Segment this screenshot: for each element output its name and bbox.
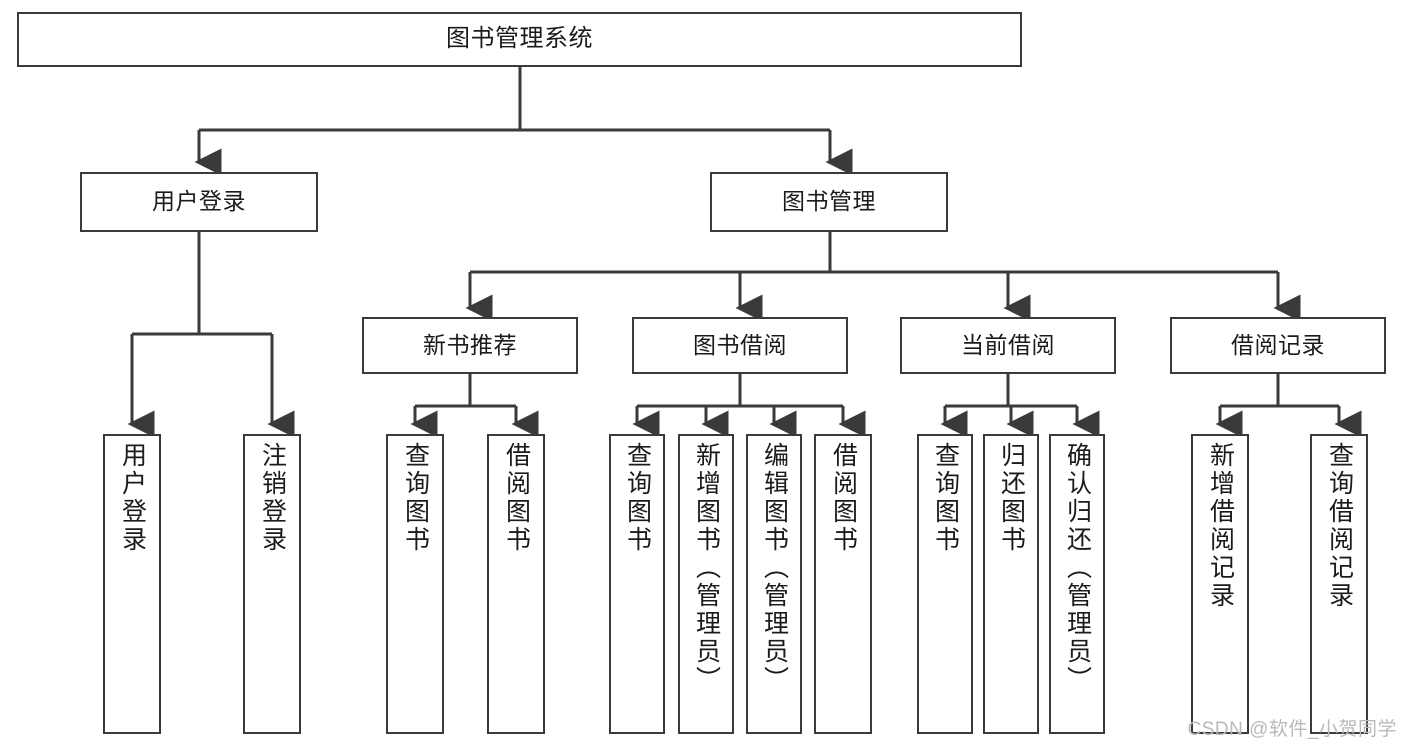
node-label: 查询图书: [401, 442, 430, 554]
leaf-borrow-book-recommend[interactable]: 借阅图书: [487, 434, 545, 734]
leaf-add-book-admin[interactable]: 新增图书（管理员）: [678, 434, 734, 734]
node-borrow-records[interactable]: 借阅记录: [1170, 317, 1386, 374]
node-current-borrow[interactable]: 当前借阅: [900, 317, 1116, 374]
node-label: 查询图书: [623, 442, 652, 554]
node-root-system[interactable]: 图书管理系统: [17, 12, 1022, 67]
leaf-return-book[interactable]: 归还图书: [983, 434, 1039, 734]
leaf-logout[interactable]: 注销登录: [243, 434, 301, 734]
node-label: 注销登录: [258, 442, 287, 554]
leaf-user-login[interactable]: 用户登录: [103, 434, 161, 734]
node-label: 查询借阅记录: [1325, 442, 1354, 610]
node-label: 借阅图书: [829, 442, 858, 554]
node-label: 查询图书: [931, 442, 960, 554]
node-label: 新增借阅记录: [1206, 442, 1235, 610]
leaf-borrow-book[interactable]: 借阅图书: [814, 434, 872, 734]
leaf-query-book-current[interactable]: 查询图书: [917, 434, 973, 734]
node-label: 用户登录: [118, 442, 147, 554]
leaf-query-borrow-record[interactable]: 查询借阅记录: [1310, 434, 1368, 734]
node-label: 图书借阅: [693, 331, 787, 358]
node-label: 图书管理: [782, 188, 876, 215]
leaf-query-book[interactable]: 查询图书: [609, 434, 665, 734]
watermark: CSDN @软件_小贺同学: [1187, 719, 1397, 740]
node-label: 当前借阅: [961, 331, 1055, 358]
node-new-book-recommend[interactable]: 新书推荐: [362, 317, 578, 374]
node-label: 新增图书（管理员）: [692, 442, 721, 694]
node-label: 新书推荐: [423, 331, 517, 358]
node-label: 归还图书: [997, 442, 1026, 554]
node-book-management[interactable]: 图书管理: [710, 172, 948, 232]
node-label: 编辑图书（管理员）: [760, 442, 789, 694]
leaf-edit-book-admin[interactable]: 编辑图书（管理员）: [746, 434, 802, 734]
node-label: 借阅记录: [1231, 331, 1325, 358]
node-book-borrow[interactable]: 图书借阅: [632, 317, 848, 374]
node-label: 借阅图书: [502, 442, 531, 554]
node-label: 用户登录: [152, 188, 246, 215]
leaf-add-borrow-record[interactable]: 新增借阅记录: [1191, 434, 1249, 734]
node-label: 确认归还（管理员）: [1063, 442, 1092, 694]
leaf-confirm-return-admin[interactable]: 确认归还（管理员）: [1049, 434, 1105, 734]
leaf-query-book-recommend[interactable]: 查询图书: [386, 434, 444, 734]
node-label: 图书管理系统: [446, 25, 593, 53]
node-user-login[interactable]: 用户登录: [80, 172, 318, 232]
